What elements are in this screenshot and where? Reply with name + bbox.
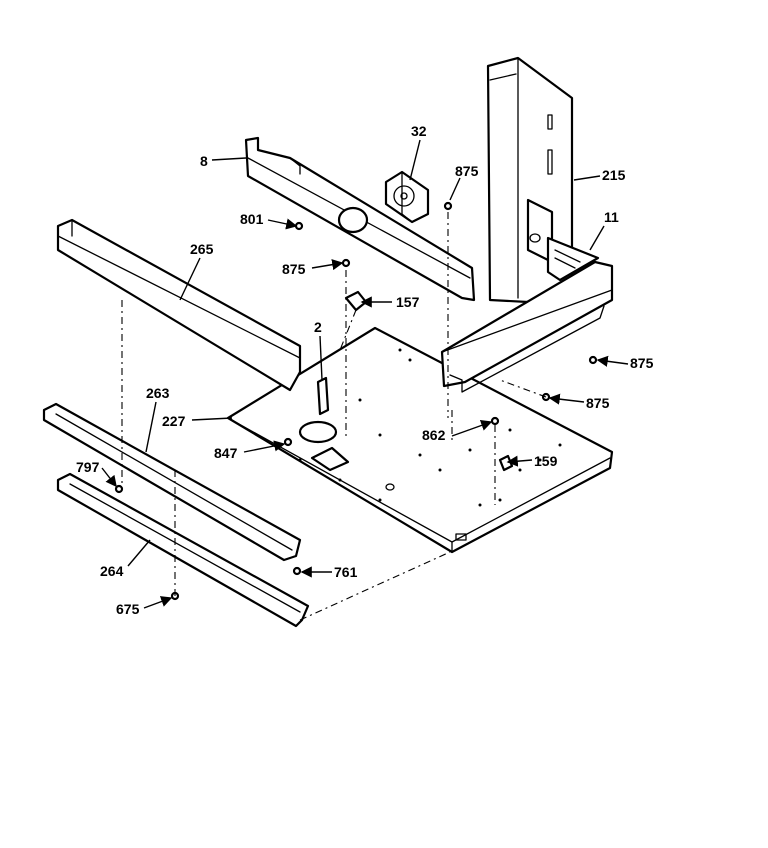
callout-2: 2 xyxy=(314,319,322,335)
callout-263: 263 xyxy=(146,385,170,401)
callout-875-right2: 875 xyxy=(586,395,610,411)
bracket-2 xyxy=(316,376,330,416)
callout-11: 11 xyxy=(604,209,619,225)
callout-8: 8 xyxy=(200,153,208,169)
callout-875-mid: 875 xyxy=(282,261,306,277)
callout-215: 215 xyxy=(602,167,626,183)
side-channel xyxy=(440,236,614,393)
callout-761: 761 xyxy=(334,564,358,580)
callout-875-right: 875 xyxy=(630,355,654,371)
callout-labels: 8 32 875 215 11 801 875 265 157 2 875 87… xyxy=(76,123,654,617)
callout-801: 801 xyxy=(240,211,264,227)
callout-227: 227 xyxy=(162,413,186,429)
cooling-fan xyxy=(384,170,430,224)
callout-265: 265 xyxy=(190,241,214,257)
callout-862: 862 xyxy=(422,427,446,443)
callout-847: 847 xyxy=(214,445,238,461)
callout-264: 264 xyxy=(100,563,124,579)
front-trim-265 xyxy=(56,218,302,392)
callout-675: 675 xyxy=(116,601,140,617)
base-pan-holes xyxy=(298,348,562,507)
callout-797: 797 xyxy=(76,459,100,475)
leader-lines xyxy=(101,139,629,609)
callout-159: 159 xyxy=(534,453,558,469)
alignment-lines xyxy=(121,212,547,621)
front-angle-264 xyxy=(56,472,310,628)
callout-32: 32 xyxy=(411,123,427,139)
callout-875-top: 875 xyxy=(455,163,479,179)
front-trim-263 xyxy=(42,402,302,562)
callout-157: 157 xyxy=(396,294,420,310)
rear-bracket xyxy=(244,136,476,302)
